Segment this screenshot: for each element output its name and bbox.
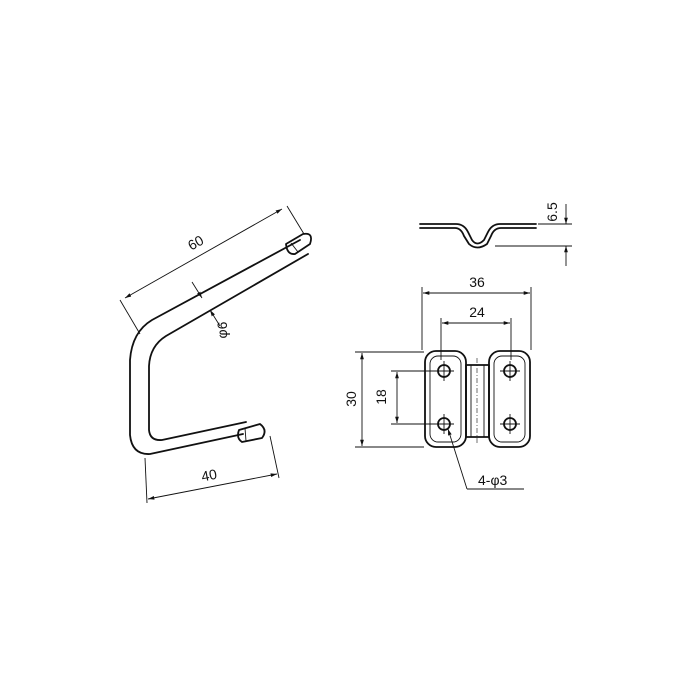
mounting-hole	[500, 361, 520, 381]
hook-wire-outer	[129, 239, 301, 455]
dimension-plate-height: 30	[343, 351, 424, 448]
hook-lower-tip-cap	[237, 423, 266, 443]
dimension-plate-width: 36	[421, 274, 532, 350]
dim-label-60: 60	[185, 232, 207, 254]
hook-wire-inner	[148, 253, 309, 441]
dim-label-phi6: φ6	[214, 321, 230, 338]
dimension-hook-lower: 40	[144, 435, 280, 504]
hole-callout: 4-φ3	[447, 428, 524, 490]
dim-label-18: 18	[373, 389, 389, 405]
plate-front-view	[424, 350, 531, 448]
plate-profile-view: 6.5	[419, 202, 572, 266]
dimension-hole-spacing-x: 24	[440, 304, 512, 360]
plate-left-pad	[424, 350, 467, 448]
hook-upper-tip-cap	[285, 232, 312, 255]
dim-label-6-5: 6.5	[544, 202, 560, 222]
dim-label-30: 30	[343, 391, 359, 407]
profile-outline	[419, 223, 537, 245]
dim-label-40: 40	[200, 466, 219, 485]
hook-side-view	[129, 232, 312, 455]
plate-right-pad	[488, 350, 531, 448]
dim-label-24: 24	[469, 304, 485, 320]
dimension-hook-upper: 60	[119, 205, 305, 335]
mounting-hole	[434, 361, 454, 381]
dim-label-36: 36	[469, 274, 485, 290]
dimension-hole-spacing-y: 18	[373, 370, 436, 425]
dim-label-holes: 4-φ3	[478, 472, 508, 488]
plate-center-strip	[465, 364, 490, 438]
dimension-wire-diameter: φ6	[191, 281, 230, 338]
mounting-hole	[500, 414, 520, 434]
mounting-hole	[434, 414, 454, 434]
